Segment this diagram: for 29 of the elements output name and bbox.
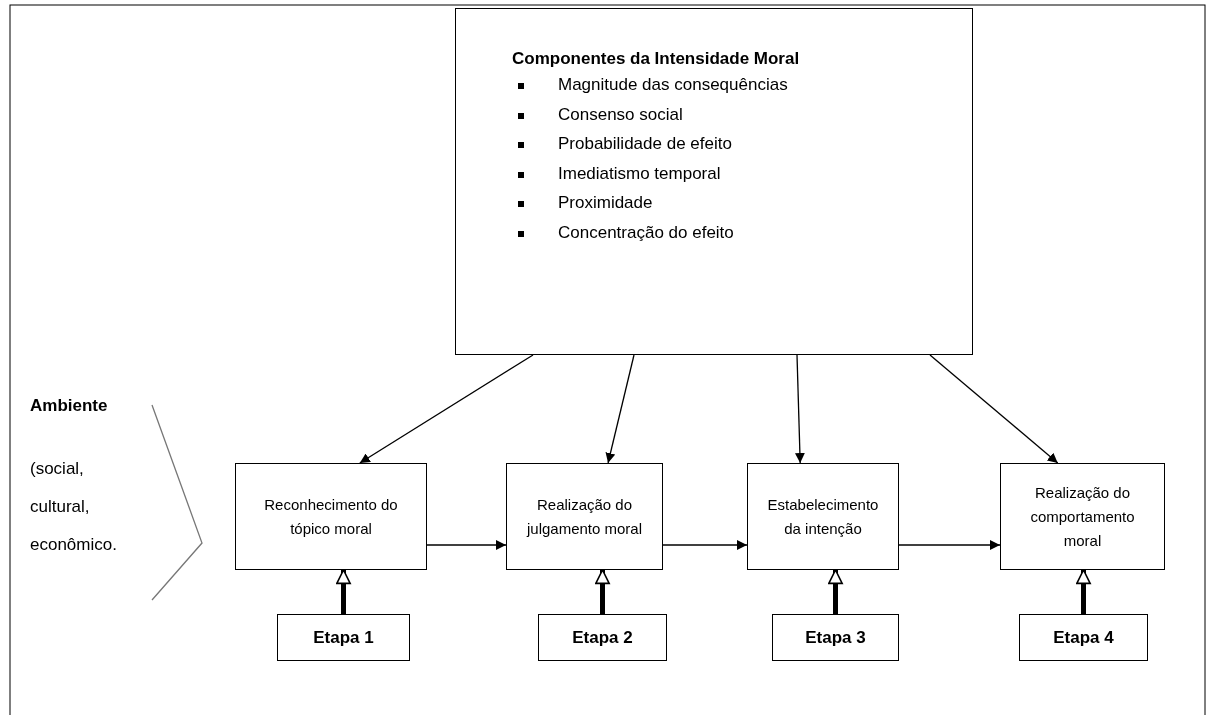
arrow [1076, 569, 1091, 614]
arrow [828, 569, 843, 614]
arrow [426, 540, 507, 550]
list-item: Probabilidade de efeito [558, 133, 732, 156]
context-label: (social, cultural, econômico. [30, 458, 118, 556]
stage-box: Etapa 2 [538, 614, 667, 661]
list-item: Consenso social [558, 103, 683, 126]
list-item: Imediatismo temporal [558, 162, 721, 185]
arrow [794, 354, 805, 464]
stage-box: Etapa 4 [1019, 614, 1148, 661]
process-box: Realização do julgamento moral [506, 463, 663, 570]
arrow [595, 569, 610, 614]
arrow [336, 569, 351, 614]
arrow [929, 354, 1059, 464]
section-label: Ambiente [30, 396, 108, 416]
list-item: Proximidade [558, 192, 653, 215]
arrow [898, 540, 1001, 550]
process-box: Realização do comportamento moral [1000, 463, 1165, 570]
process-box: Estabelecimento da intenção [747, 463, 899, 570]
process-box: Reconhecimento do tópico moral [235, 463, 427, 570]
list-item: Magnitude das consequências [558, 74, 788, 96]
list-box [455, 8, 973, 355]
box-heading: Componentes da Intensidade Moral [512, 48, 800, 70]
arrow [359, 354, 534, 464]
list-item: Concentração do efeito [558, 222, 734, 244]
stage-box: Etapa 3 [772, 614, 899, 661]
arrow [605, 354, 635, 464]
stage-box: Etapa 1 [277, 614, 410, 661]
arrow [662, 540, 748, 550]
